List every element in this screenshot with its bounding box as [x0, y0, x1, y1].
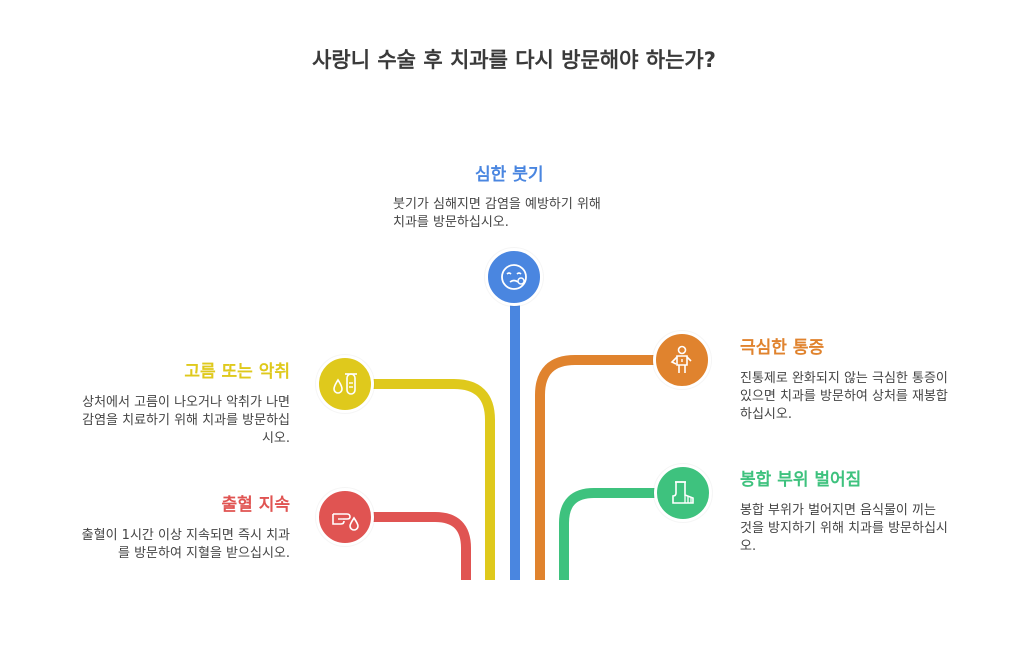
- swelling-node: [485, 248, 543, 306]
- connector-line-yellow: [348, 379, 495, 580]
- bleeding-desc-line: 를 방문하여 지혈을 받으십시오.: [117, 546, 290, 561]
- hand-drop-icon: [332, 513, 359, 531]
- boot-stitch-icon: [672, 481, 694, 504]
- pus-title: 고름 또는 악취: [184, 362, 290, 382]
- swelling-description: 붓기가 심해지면 감염을 예방하기 위해 치과를 방문하십시오.: [393, 196, 601, 232]
- connector-line-green: [559, 488, 684, 580]
- suture-title: 봉합 부위 벌어짐: [740, 470, 862, 490]
- pain-description: 진통제로 완화되지 않는 극심한 통증이 있으면 치과를 방문하여 상처를 재봉…: [740, 370, 948, 424]
- swollen-face-icon: [501, 264, 527, 290]
- bleeding-desc-line: 출혈이 1시간 이상 지속되면 즉시 치과: [81, 528, 290, 543]
- swelling-desc-line: 붓기가 심해지면 감염을 예방하기 위해: [393, 197, 601, 212]
- pain-desc-line: 있으면 치과를 방문하여 상처를 재봉합: [740, 389, 948, 404]
- swelling-desc-line: 치과를 방문하십시오.: [393, 215, 509, 230]
- pus-node: [316, 355, 374, 413]
- person-pain-icon: [670, 345, 692, 373]
- pus-desc-line: 감염을 치료하기 위해 치과를 방문하십: [82, 413, 290, 428]
- pus-desc-line: 시오.: [261, 431, 290, 446]
- suture-description: 봉합 부위가 벌어지면 음식물이 끼는 것을 방지하기 위해 치과를 방문하십시…: [740, 502, 948, 556]
- pain-node: [653, 331, 711, 389]
- suture-desc-line: 것을 방지하기 위해 치과를 방문하십시: [740, 521, 948, 536]
- pus-description: 상처에서 고름이 나오거나 악취가 나면 감염을 치료하기 위해 치과를 방문하…: [40, 394, 290, 448]
- pain-desc-line: 하십시오.: [740, 407, 792, 422]
- suture-desc-line: 봉합 부위가 벌어지면 음식물이 끼는: [740, 503, 936, 518]
- bleeding-title: 출혈 지속: [221, 495, 290, 515]
- connector-line-orange: [535, 355, 683, 580]
- pain-desc-line: 진통제로 완화되지 않는 극심한 통증이: [740, 371, 948, 386]
- bleeding-node: [316, 488, 374, 546]
- pain-title: 극심한 통증: [740, 338, 825, 358]
- pus-desc-line: 상처에서 고름이 나오거나 악취가 나면: [82, 395, 290, 410]
- swelling-title: 심한 붓기: [475, 165, 544, 185]
- page-title: 사랑니 수술 후 치과를 다시 방문해야 하는가?: [312, 48, 716, 72]
- bleeding-description: 출혈이 1시간 이상 지속되면 즉시 치과 를 방문하여 지혈을 받으십시오.: [40, 527, 290, 563]
- connector-line-red: [346, 512, 471, 580]
- suture-desc-line: 오.: [740, 539, 757, 554]
- test-tube-drop-icon: [333, 373, 357, 395]
- suture-node: [654, 464, 712, 522]
